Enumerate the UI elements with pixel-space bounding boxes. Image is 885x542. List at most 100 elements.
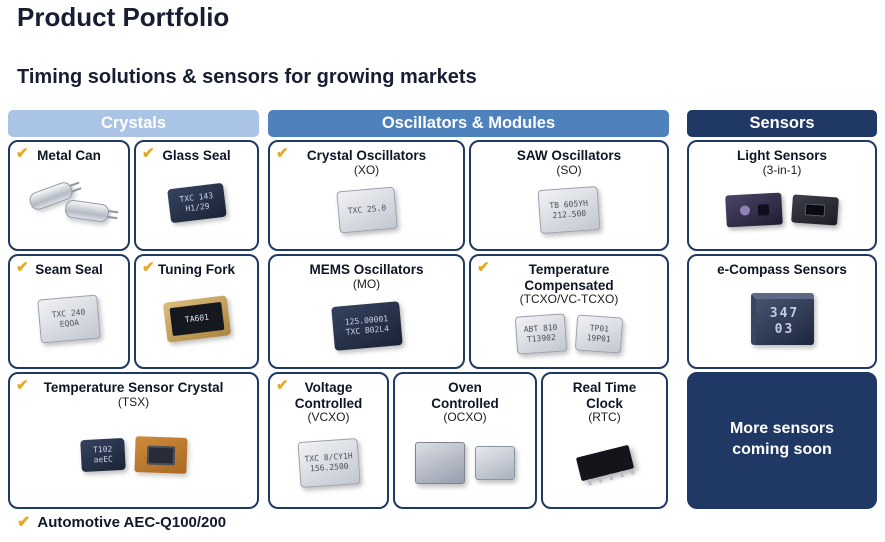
check-icon: ✔ <box>16 377 29 394</box>
cell-real-time-clock: ✔ Real Time Clock (RTC) <box>541 372 668 509</box>
rtc-photo <box>547 425 662 501</box>
more-sensors-label: More sensors coming soon <box>729 419 835 458</box>
cell-title: Crystal Oscillators <box>306 148 427 163</box>
cell-title: e-Compass Sensors <box>717 262 847 277</box>
chip-marking: 19P01 <box>586 333 612 344</box>
cell-title: Light Sensors <box>736 148 827 163</box>
chip-marking: 03 <box>774 322 795 338</box>
ocxo-module-image <box>415 441 465 484</box>
tuning-fork-chip-image: TA601 <box>162 295 231 344</box>
check-icon: ✔ <box>276 145 289 162</box>
cell-subtitle: (RTC) <box>588 410 621 425</box>
chip-marking: 212.500 <box>552 208 587 221</box>
chip-marking: T13902 <box>526 332 557 344</box>
mems-chip-image: 125.00001 TXC B02L4 <box>330 301 403 352</box>
cell-title: Real Time Clock <box>572 380 637 411</box>
vcxo-photo: TXC 8/CY1H 156.2500 <box>274 425 383 501</box>
sensor-window <box>804 203 826 217</box>
cell-title: Glass Seal <box>162 148 231 163</box>
chip-marking: 156.2500 <box>309 461 349 474</box>
seam-seal-photo: TXC 240 EQOA <box>14 278 124 361</box>
page-subtitle: Timing solutions & sensors for growing m… <box>17 66 477 88</box>
mems-photo: 125.00001 TXC B02L4 <box>274 291 459 361</box>
cell-title: Temperature Compensated <box>524 262 614 293</box>
chip-marking: TA601 <box>183 312 209 325</box>
xo-photo: TXC 25.0 <box>274 177 459 243</box>
cell-title: Seam Seal <box>35 262 103 277</box>
check-icon: ✔ <box>142 145 155 162</box>
column-header-sensors: Sensors <box>687 110 877 137</box>
saw-photo: TB 605YH 212.500 <box>475 177 663 243</box>
tsx-component <box>146 445 175 466</box>
chip-marking: TXC B02L4 <box>344 324 389 338</box>
cell-title: Tuning Fork <box>158 262 235 277</box>
check-icon: ✔ <box>16 259 29 276</box>
cell-temperature-sensor-crystal: ✔ Temperature Sensor Crystal (TSX) T102 … <box>8 372 259 509</box>
column-header-oscillators: Oscillators & Modules <box>268 110 669 137</box>
check-icon: ✔ <box>477 259 490 276</box>
cell-title: Voltage Controlled <box>294 380 363 411</box>
cell-subtitle: (XO) <box>353 162 380 177</box>
rtc-ic-image <box>575 444 635 486</box>
light-sensor-module-image <box>791 194 839 226</box>
glass-seal-photo: TXC 143 H1/29 <box>140 164 253 243</box>
chip-marking: 347 <box>769 306 800 321</box>
ocxo-photo <box>399 425 531 501</box>
cell-metal-can: ✔ Metal Can <box>8 140 130 251</box>
metal-can-photo <box>14 164 124 243</box>
cell-more-sensors: More sensors coming soon <box>687 372 877 509</box>
cell-title: SAW Oscillators <box>516 148 622 163</box>
tuning-fork-photo: TA601 <box>140 278 253 361</box>
cell-title: Temperature Sensor Crystal <box>43 380 224 395</box>
footnote: ✔ Automotive AEC-Q100/200 <box>17 512 226 532</box>
cell-title: Metal Can <box>37 148 101 163</box>
seam-seal-chip-image: TXC 240 EQOA <box>37 294 101 344</box>
crystal-can-image <box>63 199 119 224</box>
sensor-window <box>757 203 769 216</box>
cell-subtitle: (TSX) <box>117 394 150 409</box>
cell-glass-seal: ✔ Glass Seal TXC 143 H1/29 <box>134 140 259 251</box>
cell-light-sensors: ✔ Light Sensors (3-in-1) <box>687 140 877 251</box>
ecompass-photo: 347 03 <box>693 278 871 361</box>
cell-mems-oscillators: ✔ MEMS Oscillators (MO) 125.00001 TXC B0… <box>268 254 465 369</box>
chip-marking: H1/29 <box>184 201 210 214</box>
tcxo-chip-image: ABT 810 T13902 <box>514 313 568 355</box>
cell-voltage-controlled: ✔ Voltage Controlled (VCXO) TXC 8/CY1H 1… <box>268 372 389 509</box>
sensor-lens <box>739 205 750 216</box>
cell-temperature-compensated: ✔ Temperature Compensated (TCXO/VC-TCXO)… <box>469 254 669 369</box>
ocxo-module-image <box>475 445 515 480</box>
cell-subtitle: (MO) <box>352 276 381 291</box>
tcxo-chip-image: TP01 19P01 <box>574 314 624 354</box>
cell-tuning-fork: ✔ Tuning Fork TA601 <box>134 254 259 369</box>
tsx-pcb-image <box>133 436 188 475</box>
column-header-crystals: Crystals <box>8 110 259 137</box>
cell-subtitle: (VCXO) <box>307 410 350 425</box>
chip-marking: TXC 25.0 <box>346 203 387 216</box>
cell-oven-controlled: ✔ Oven Controlled (OCXO) <box>393 372 537 509</box>
xo-chip-image: TXC 25.0 <box>335 186 398 234</box>
cell-subtitle: (OCXO) <box>443 410 487 425</box>
saw-chip-image: TB 605YH 212.500 <box>537 186 601 235</box>
ecompass-chip-image: 347 03 <box>750 293 814 346</box>
cell-subtitle: (SO) <box>556 162 582 177</box>
vcxo-chip-image: TXC 8/CY1H 156.2500 <box>296 437 361 488</box>
chip-marking: aeEC <box>92 454 113 465</box>
tsx-chip-image: T102 aeEC <box>79 438 126 473</box>
cell-subtitle: (TCXO/VC-TCXO) <box>519 292 619 307</box>
cell-title: MEMS Oscillators <box>309 262 424 277</box>
cell-crystal-oscillators: ✔ Crystal Oscillators (XO) TXC 25.0 <box>268 140 465 251</box>
check-icon: ✔ <box>17 514 31 531</box>
cell-ecompass-sensors: ✔ e-Compass Sensors 347 03 <box>687 254 877 369</box>
page-title: Product Portfolio <box>17 2 230 32</box>
footnote-text: Automotive AEC-Q100/200 <box>37 513 227 531</box>
check-icon: ✔ <box>142 259 155 276</box>
light-sensor-module-image <box>725 192 783 228</box>
cell-saw-oscillators: ✔ SAW Oscillators (SO) TB 605YH 212.500 <box>469 140 669 251</box>
tcxo-photo: ABT 810 T13902 TP01 19P01 <box>475 307 663 361</box>
chip-marking: EQOA <box>59 318 80 330</box>
light-sensors-photo <box>693 177 871 243</box>
check-icon: ✔ <box>16 145 29 162</box>
check-icon: ✔ <box>276 377 289 394</box>
glass-seal-chip-image: TXC 143 H1/29 <box>166 182 227 224</box>
